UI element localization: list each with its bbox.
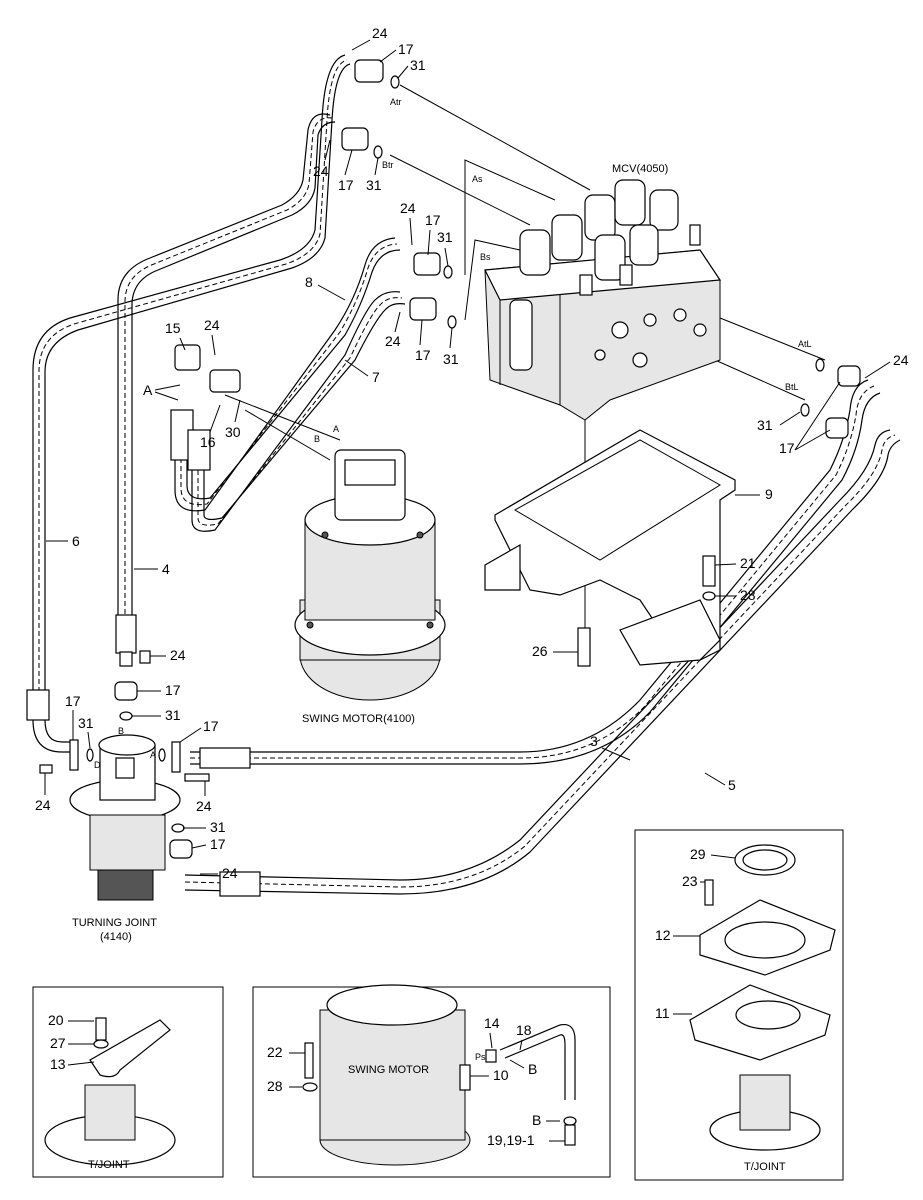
hose-4: [115, 113, 336, 667]
callout: 12: [655, 927, 671, 943]
callout: 18: [516, 1022, 532, 1038]
callout: 20: [48, 1012, 64, 1028]
callout: 27: [50, 1035, 66, 1051]
callout: 31: [78, 715, 94, 731]
port-d-tjoint: D: [94, 760, 101, 770]
callout: 13: [50, 1056, 66, 1072]
callout: 31: [210, 819, 226, 835]
port-b-swing: B: [314, 434, 320, 444]
callout: 7: [372, 369, 380, 385]
mcv-valve-block: [484, 179, 722, 421]
callout: 31: [366, 177, 382, 193]
label-mcv: MCV(4050): [612, 163, 668, 175]
callout: 17: [338, 177, 354, 193]
callout: 8: [305, 274, 313, 290]
port-bs: Bs: [480, 252, 491, 262]
callout: 24: [385, 333, 401, 349]
callout: B: [532, 1112, 541, 1128]
port-a-swing: A: [333, 424, 339, 434]
callout: 4: [162, 561, 170, 577]
callout: 30: [225, 424, 241, 440]
detail-box-turning-joint-stopper: [32, 986, 224, 1178]
callout: 22: [267, 1044, 283, 1060]
callout: 31: [757, 417, 773, 433]
port-as: As: [472, 174, 483, 184]
callout: 23: [682, 873, 698, 889]
callout: 24: [204, 317, 220, 333]
callout: 17: [425, 212, 441, 228]
callout: 24: [170, 647, 186, 663]
callout: 17: [415, 347, 431, 363]
callout: 17: [398, 41, 414, 57]
port-a-tjoint: A: [150, 750, 156, 760]
callout: 11: [655, 1005, 670, 1021]
callout: 17: [779, 440, 795, 456]
detail-tjoint-cover-drawing: [689, 844, 836, 1151]
hose-5: [184, 429, 901, 897]
port-b-tjoint: B: [118, 726, 124, 736]
callout: A: [143, 382, 153, 398]
callout: 17: [165, 682, 181, 698]
callout: 29: [690, 846, 706, 862]
flange-fittings: [69, 59, 861, 859]
callout: 19,19-1: [487, 1132, 535, 1148]
callout: 10: [493, 1067, 509, 1083]
callout: 17: [65, 693, 81, 709]
callout: 16: [200, 434, 216, 450]
callout: 24: [196, 798, 212, 814]
callout: 24: [893, 352, 909, 368]
hose-7: [187, 291, 406, 532]
port-atl: AtL: [798, 339, 812, 349]
turning-joint: [69, 734, 181, 901]
port-btr: Btr: [382, 160, 394, 170]
hose-6: [26, 54, 351, 753]
callout: 6: [72, 533, 80, 549]
callout: 17: [210, 836, 226, 852]
label-detail-swing-motor: SWING MOTOR: [348, 1064, 429, 1076]
label-swing-motor: SWING MOTOR(4100): [302, 713, 415, 725]
callout: 31: [443, 351, 459, 367]
callout: 31: [165, 707, 181, 723]
hose-3: [190, 379, 881, 769]
callout: 28: [740, 587, 756, 603]
callout: 24: [400, 200, 416, 216]
detail-swing-motor-drawing: [304, 984, 576, 1166]
callout: 24: [222, 865, 238, 881]
callout: 24: [313, 163, 329, 179]
port-ps: Ps: [475, 1052, 486, 1062]
label-detail-tjoint-left: T/JOINT: [88, 1159, 130, 1171]
detail-box-turning-joint-cover: [634, 829, 844, 1181]
callout: 31: [437, 229, 453, 245]
label-turning-joint-code: (4140): [100, 931, 132, 943]
callout: 9: [765, 486, 773, 502]
callout: 28: [267, 1078, 283, 1094]
detail-box-swing-motor-drain: [252, 986, 611, 1178]
callout: 24: [35, 797, 51, 813]
swing-motor: [294, 449, 446, 701]
callout: 26: [532, 643, 548, 659]
callout: 15: [165, 320, 181, 336]
callout: 24: [372, 25, 388, 41]
callout: B: [528, 1061, 537, 1077]
mcv-bracket: [484, 429, 736, 666]
callout-labels: 24 17 31 24 17 31 24 17 31 8 24 17 31 7 …: [35, 25, 909, 1148]
callout: 3: [590, 733, 598, 749]
port-btl: BtL: [785, 382, 799, 392]
callout: 21: [740, 555, 756, 571]
detail-tjoint-stopper-drawing: [44, 1017, 176, 1166]
callout: 5: [728, 777, 736, 793]
label-detail-tjoint-right: T/JOINT: [744, 1161, 786, 1173]
callout: 31: [410, 57, 426, 73]
label-turning-joint: TURNING JOINT: [72, 917, 157, 929]
callout: 17: [203, 718, 219, 734]
port-atr: Atr: [390, 97, 402, 107]
callout: 14: [484, 1015, 500, 1031]
